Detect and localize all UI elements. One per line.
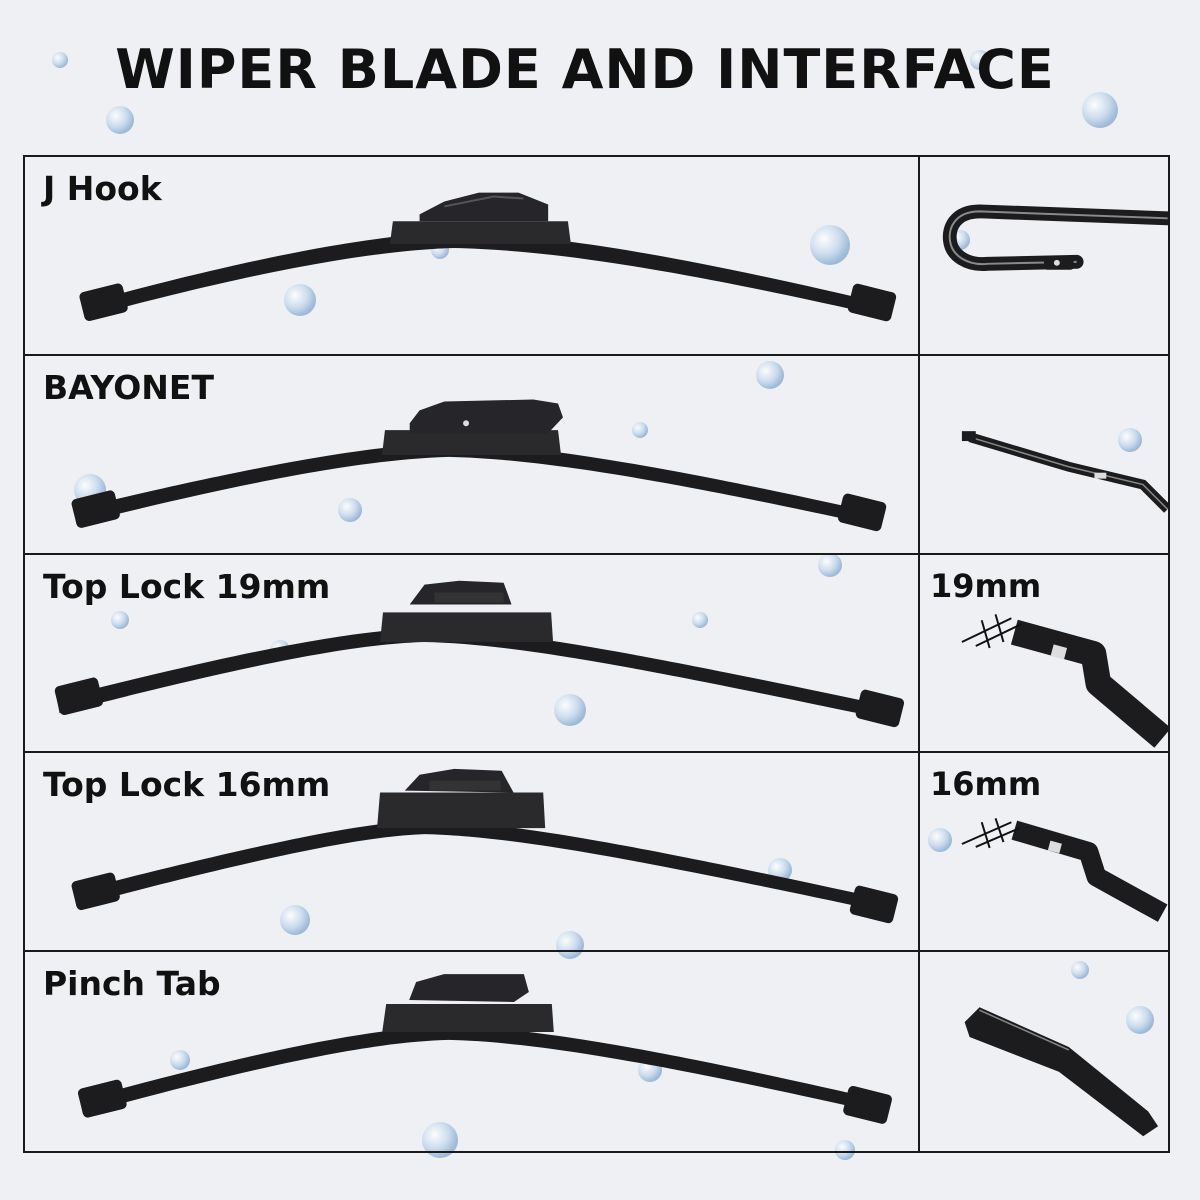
row-pinch-tab-connector-cell [920,952,1168,1151]
wiper-blade-top-lock-19mm [54,580,905,727]
row-top-lock-19mm-connector-cell: 19mm [920,555,1168,754]
row-top-lock-19mm-blade-cell: Top Lock 19mm [25,554,920,754]
page-title: WIPER BLADE AND INTERFACE [115,38,1055,101]
row-bayonet-blade-cell: BAYONET [25,355,920,555]
size-label: 19mm [930,566,1042,605]
top-lock-19mm-connector-icon [961,613,1168,748]
interface-table: J Hook BAYONET [23,155,1170,1153]
row-label: Pinch Tab [43,964,221,1004]
wiper-blade-top-lock-16mm [71,769,899,924]
wiper-blade-pinch-tab [77,974,892,1124]
row-top-lock-16mm-blade-cell: Top Lock 16mm [25,753,920,953]
row-label: Top Lock 16mm [43,765,331,805]
wiper-blade-bayonet [71,399,887,531]
size-label: 16mm [930,765,1042,804]
row-j-hook-blade-cell: J Hook [25,157,920,356]
top-lock-16mm-connector-icon [961,818,1168,923]
row-label: Top Lock 19mm [43,566,331,606]
row-top-lock-16mm-connector-cell: 16mm [920,753,1168,953]
pinch-tab-connector-icon [964,1007,1159,1137]
row-label: J Hook [43,169,162,208]
row-bayonet-connector-cell [920,356,1168,555]
j-hook-connector-icon [942,204,1168,271]
row-label: BAYONET [43,367,214,407]
row-pinch-tab-blade-cell: Pinch Tab [25,952,920,1151]
row-j-hook-connector-cell [920,157,1168,356]
wiper-blade-j-hook [79,192,897,322]
bayonet-connector-icon [961,430,1168,513]
